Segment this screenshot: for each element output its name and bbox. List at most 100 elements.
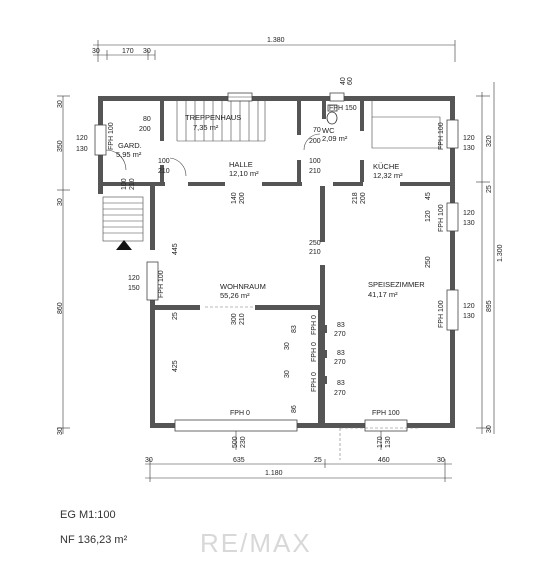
label-250b: 250 (425, 256, 432, 268)
label-83b: 83 (337, 322, 345, 329)
label-130c: 130 (463, 145, 475, 152)
entrance-stairs (102, 196, 144, 250)
dimension-texts: 1.380 30 170 30 1.180 30 635 25 460 30 1… (57, 37, 504, 477)
label-120a: 120 (76, 135, 88, 142)
label-fph0d: FPH 0 (230, 410, 250, 417)
label-fph0b: FPH 0 (311, 342, 318, 362)
dim-right-a: 320 (486, 135, 493, 147)
label-300: 300 (231, 313, 238, 325)
room-area-kueche: 12,32 m² (373, 171, 403, 180)
label-83d: 83 (337, 380, 345, 387)
label-210d: 210 (309, 249, 321, 256)
room-name-treppenhaus: TREPPENHAUS (185, 113, 241, 122)
dim-top-c: 30 (143, 48, 151, 55)
label-200a: 200 (139, 126, 151, 133)
toilet-icon (327, 104, 338, 112)
dim-chimney-a: 40 (340, 77, 347, 85)
dim-bottom-e: 30 (437, 457, 445, 464)
dim-top-total: 1.380 (267, 37, 285, 44)
windows (94, 92, 459, 432)
label-83a: 83 (291, 325, 298, 333)
label-445: 445 (172, 243, 179, 255)
label-fph0c: FPH 0 (311, 372, 318, 392)
room-name-gard: GARD. (118, 141, 142, 150)
dim-right-total: 1.300 (497, 244, 504, 262)
dim-bottom-c: 25 (314, 457, 322, 464)
dim-bottom-b: 635 (233, 457, 245, 464)
label-80: 80 (143, 116, 151, 123)
dim-right-b: 25 (486, 185, 493, 193)
label-270b: 270 (334, 359, 346, 366)
remax-watermark: RE/MAX (200, 528, 312, 558)
room-name-wohnraum: WOHNRAUM (220, 282, 266, 291)
label-425: 425 (172, 360, 179, 372)
entrance-arrow-icon (116, 240, 132, 250)
label-200b: 200 (309, 138, 321, 145)
plan-scale: EG M1:100 (60, 509, 116, 521)
label-25a: 25 (172, 312, 179, 320)
label-130b: 130 (463, 220, 475, 227)
dim-top-b: 170 (122, 48, 134, 55)
room-area-halle: 12,10 m² (229, 169, 259, 178)
label-83c: 83 (337, 350, 345, 357)
room-name-speisezimmer: SPEISEZIMMER (368, 280, 425, 289)
dim-bottom-total: 1.180 (265, 470, 283, 477)
opening-labels: 80 200 70 200 FPH 150 120 130 FPH 100 10… (76, 105, 475, 448)
room-area-gard: 5,95 m² (116, 150, 142, 159)
label-120e: 120 (128, 275, 140, 282)
dim-top-a: 30 (92, 48, 100, 55)
label-130d: 130 (463, 313, 475, 320)
dim-bottom-a: 30 (145, 457, 153, 464)
staircase (176, 101, 266, 142)
label-170: 170 (377, 436, 384, 448)
label-210e: 210 (239, 313, 246, 325)
label-270c: 270 (334, 390, 346, 397)
label-30b: 30 (284, 370, 291, 378)
dim-chimney-b: 60 (347, 77, 354, 85)
label-250a: 250 (309, 240, 321, 247)
label-fph100a: FPH 100 (108, 122, 115, 150)
room-area-wc: 2,09 m² (322, 134, 348, 143)
room-name-kueche: KÜCHE (373, 162, 399, 171)
label-fph100f: FPH 100 (372, 410, 400, 417)
fixtures (102, 101, 441, 460)
room-area-wohnraum: 55,26 m² (220, 291, 250, 300)
plan-net-area: NF 136,23 m² (60, 534, 128, 546)
label-120b: 120 (425, 210, 432, 222)
label-210a: 210 (158, 168, 170, 175)
label-230: 230 (240, 436, 247, 448)
room-name-halle: HALLE (229, 160, 253, 169)
room-labels: TREPPENHAUS 7,35 m² WC 2,09 m² GARD. 5,9… (116, 113, 425, 300)
dim-left-b: 350 (57, 140, 64, 152)
label-270a: 270 (334, 331, 346, 338)
label-86: 86 (291, 405, 298, 413)
dim-right-c: 895 (486, 300, 493, 312)
label-130e: 130 (385, 436, 392, 448)
label-fph100c: FPH 100 (438, 122, 445, 150)
label-fph100d: FPH 100 (158, 270, 165, 298)
dim-bottom-d: 460 (378, 457, 390, 464)
label-fph100e: FPH 100 (438, 300, 445, 328)
label-120d: 120 (463, 135, 475, 142)
label-45: 45 (425, 192, 432, 200)
dim-left-a: 30 (57, 100, 64, 108)
label-30a: 30 (284, 342, 291, 350)
label-fph150: FPH 150 (329, 105, 357, 112)
room-area-speisezimmer: 41,17 m² (368, 290, 398, 299)
room-area-treppenhaus: 7,35 m² (193, 123, 219, 132)
label-fph100b: FPH 100 (438, 204, 445, 232)
dim-right-d: 30 (486, 425, 493, 433)
label-218: 218 (352, 192, 359, 204)
label-100c: 100 (121, 178, 128, 190)
dim-left-c: 30 (57, 198, 64, 206)
label-150: 150 (128, 285, 140, 292)
label-210c: 210 (129, 178, 136, 190)
label-120f: 120 (463, 303, 475, 310)
label-70: 70 (313, 127, 321, 134)
dim-left-e: 30 (57, 427, 64, 435)
label-200c: 200 (239, 192, 246, 204)
label-100a: 100 (158, 158, 170, 165)
label-120c: 120 (463, 210, 475, 217)
label-130a: 130 (76, 146, 88, 153)
